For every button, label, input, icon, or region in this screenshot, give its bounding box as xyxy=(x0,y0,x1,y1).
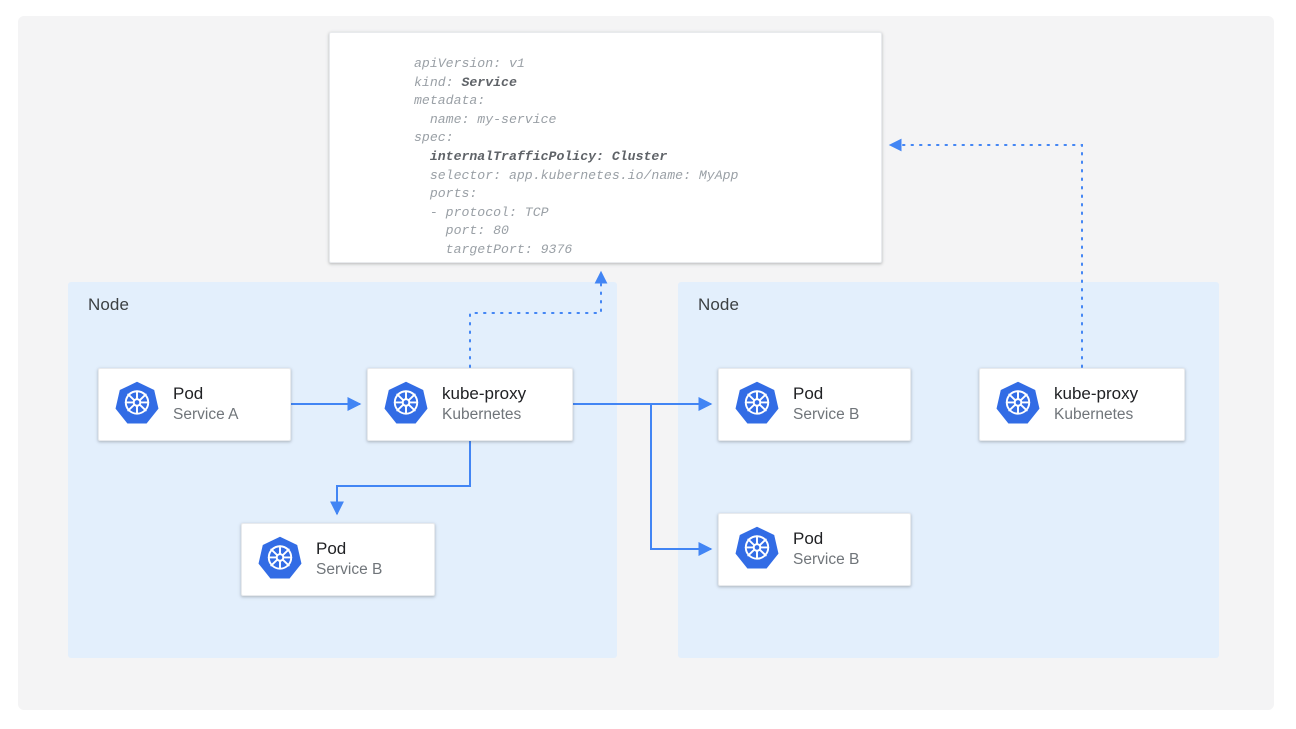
yaml-line-8: - protocol: TCP xyxy=(414,204,549,220)
kubernetes-icon xyxy=(258,535,302,584)
node-container-right: Node xyxy=(678,282,1219,658)
node-label-left: Node xyxy=(88,295,130,314)
card-title: Pod xyxy=(173,384,204,404)
card-subtitle: Service B xyxy=(316,561,383,579)
node-container-left: Node xyxy=(68,282,617,658)
card-kube-proxy-right[interactable]: kube-proxy Kubernetes xyxy=(979,368,1185,441)
card-pod-service-b-top[interactable]: Pod Service B xyxy=(718,368,911,441)
card-title: Pod xyxy=(793,384,824,404)
yaml-line-9: port: 80 xyxy=(414,223,509,239)
card-text: Pod Service B xyxy=(793,384,859,424)
kubernetes-icon xyxy=(996,380,1040,429)
card-title: Pod xyxy=(793,529,824,549)
yaml-line-4: spec: xyxy=(414,130,454,146)
card-text: Pod Service B xyxy=(793,529,859,569)
yaml-line-5: internalTrafficPolicy: Cluster xyxy=(414,148,668,164)
yaml-line-0: apiVersion: v1 xyxy=(414,56,525,71)
yaml-line-10: targetPort: 9376 xyxy=(414,241,573,257)
kubernetes-icon xyxy=(735,380,779,429)
yaml-line-7: ports: xyxy=(414,186,478,202)
card-pod-service-b-bottom[interactable]: Pod Service B xyxy=(718,513,911,586)
kubernetes-icon xyxy=(735,525,779,574)
yaml-line-2: metadata: xyxy=(414,93,486,109)
card-text: Pod Service A xyxy=(173,384,238,424)
card-kube-proxy-left[interactable]: kube-proxy Kubernetes xyxy=(367,368,573,441)
yaml-line-6: selector: app.kubernetes.io/name: MyApp xyxy=(414,167,739,183)
node-label-right: Node xyxy=(698,295,740,314)
yaml-line-1: kind: xyxy=(414,74,462,90)
card-subtitle: Service B xyxy=(793,551,860,569)
service-manifest-code: apiVersion: v1 kind: Service metadata: n… xyxy=(330,33,881,260)
card-text: kube-proxy Kubernetes xyxy=(1054,384,1138,424)
card-subtitle: Service B xyxy=(793,406,860,424)
kubernetes-icon xyxy=(384,380,428,429)
card-title: kube-proxy xyxy=(1054,384,1139,404)
yaml-line-3: name: my-service xyxy=(414,111,557,127)
card-subtitle: Kubernetes xyxy=(442,406,522,424)
kubernetes-icon xyxy=(115,380,159,429)
card-title: kube-proxy xyxy=(442,384,527,404)
card-text: Pod Service B xyxy=(316,539,382,579)
card-pod-service-a[interactable]: Pod Service A xyxy=(98,368,291,441)
card-subtitle: Kubernetes xyxy=(1054,406,1134,424)
card-pod-service-b-left[interactable]: Pod Service B xyxy=(241,523,435,596)
yaml-line-1-value: Service xyxy=(461,74,517,90)
service-manifest-panel: apiVersion: v1 kind: Service metadata: n… xyxy=(329,32,882,263)
card-subtitle: Service A xyxy=(173,406,239,424)
card-text: kube-proxy Kubernetes xyxy=(442,384,526,424)
card-title: Pod xyxy=(316,539,347,559)
